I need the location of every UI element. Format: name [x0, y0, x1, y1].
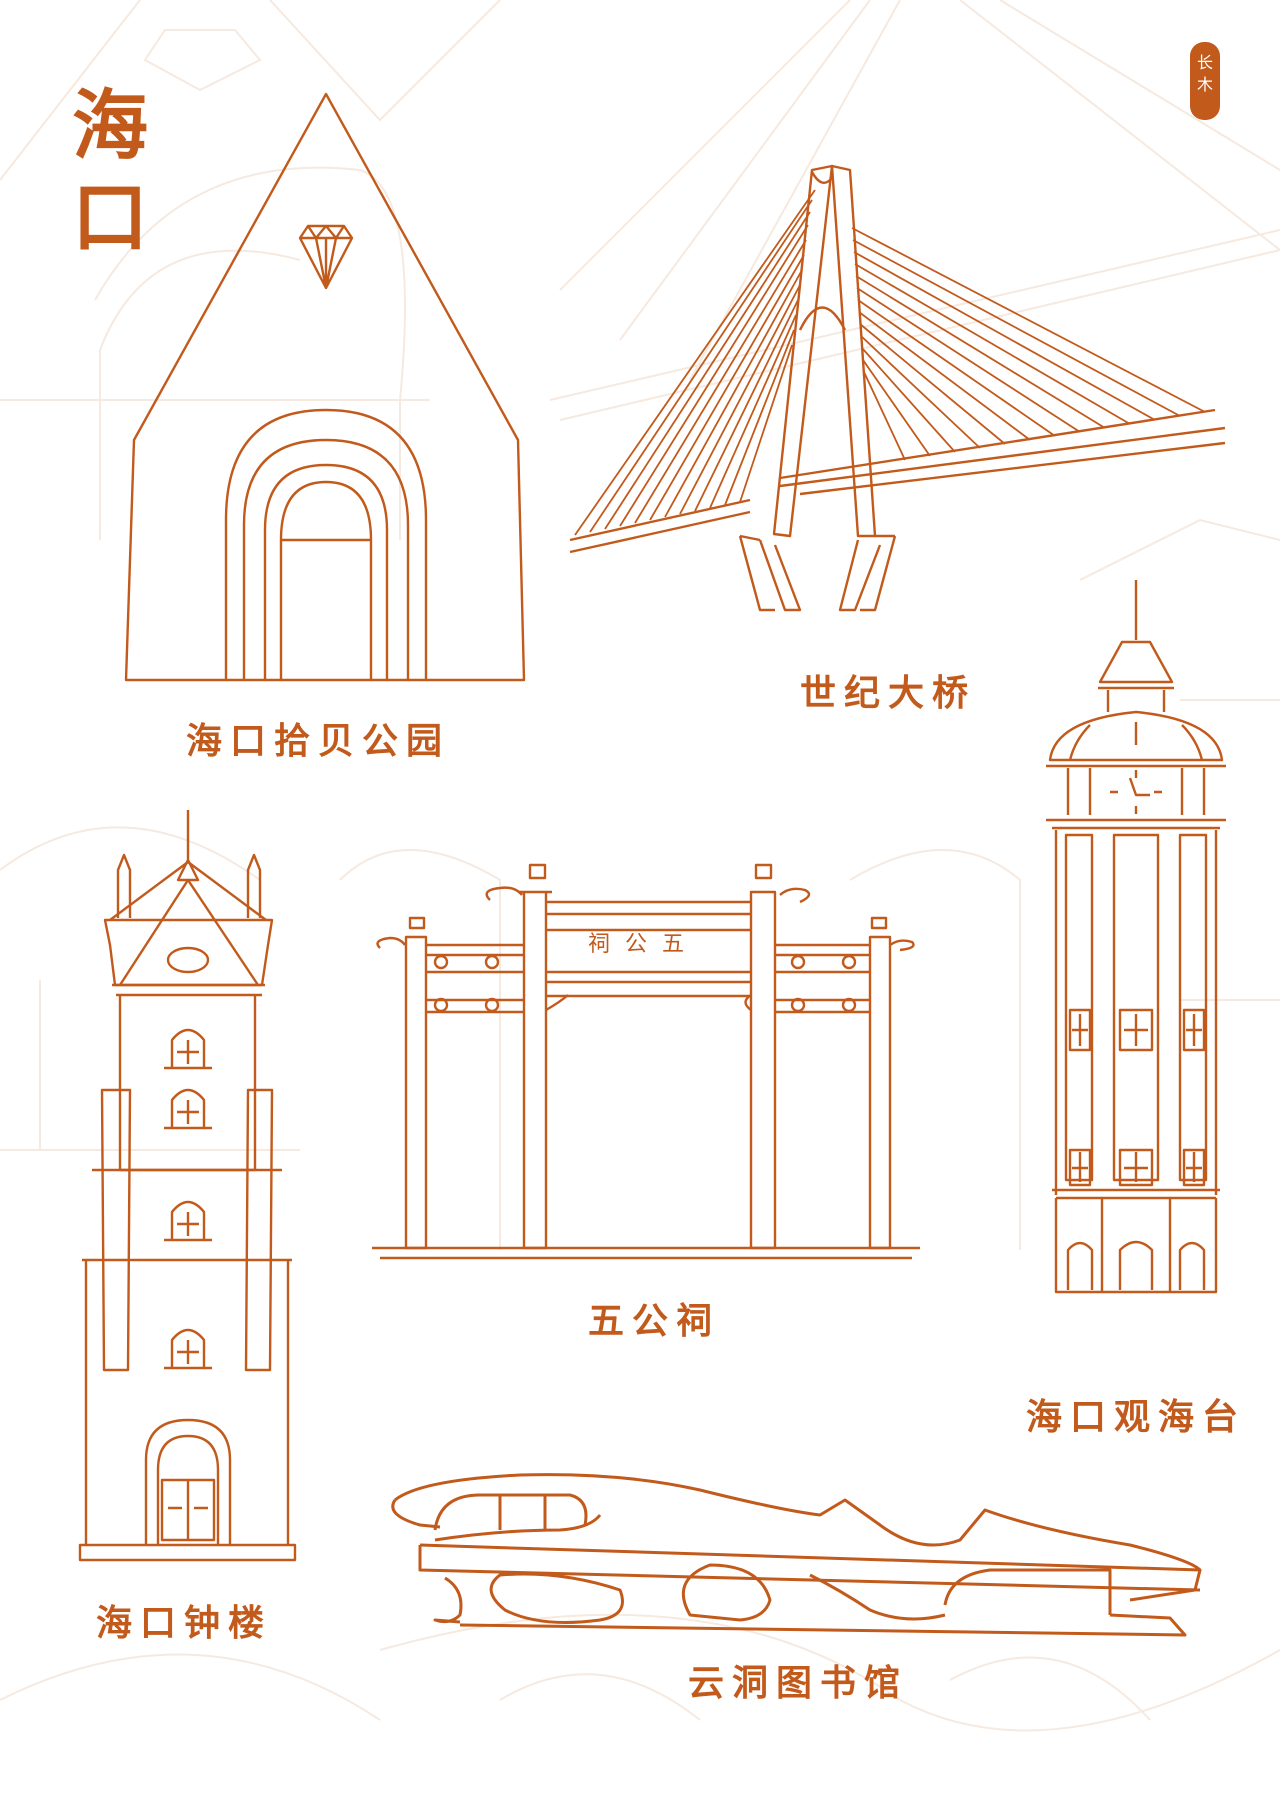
century-bridge-illustration [569, 164, 1226, 612]
label-five-officials-temple: 五公祠 [588, 1301, 721, 1342]
seal-char-1: 长 [1196, 53, 1213, 72]
seal-char-2: 木 [1196, 75, 1213, 94]
label-clock-tower: 海口钟楼 [96, 1603, 273, 1644]
label-sea-view-tower: 海口观海台 [1026, 1397, 1247, 1438]
title-char-2: 口 [72, 173, 148, 262]
cloud-cave-library-illustration [391, 1473, 1202, 1637]
sea-view-tower-illustration [1046, 580, 1226, 1294]
title-char-1: 海 [72, 81, 148, 170]
five-officials-temple-illustration [372, 863, 920, 1260]
label-century-bridge: 世纪大桥 [800, 673, 977, 714]
temple-plaque-text: 祠 公 五 [588, 932, 688, 957]
clock-tower-windows [164, 1028, 212, 1370]
poster-title: 海 口 [72, 80, 162, 264]
label-shell-park: 海口拾贝公园 [186, 721, 451, 762]
shell-park-illustration [124, 92, 526, 682]
artist-seal: 长 木 [1190, 42, 1220, 120]
label-cloud-cave-library: 云洞图书馆 [688, 1663, 909, 1704]
diamond-icon [298, 224, 354, 290]
clock-tower-illustration [78, 810, 297, 1562]
